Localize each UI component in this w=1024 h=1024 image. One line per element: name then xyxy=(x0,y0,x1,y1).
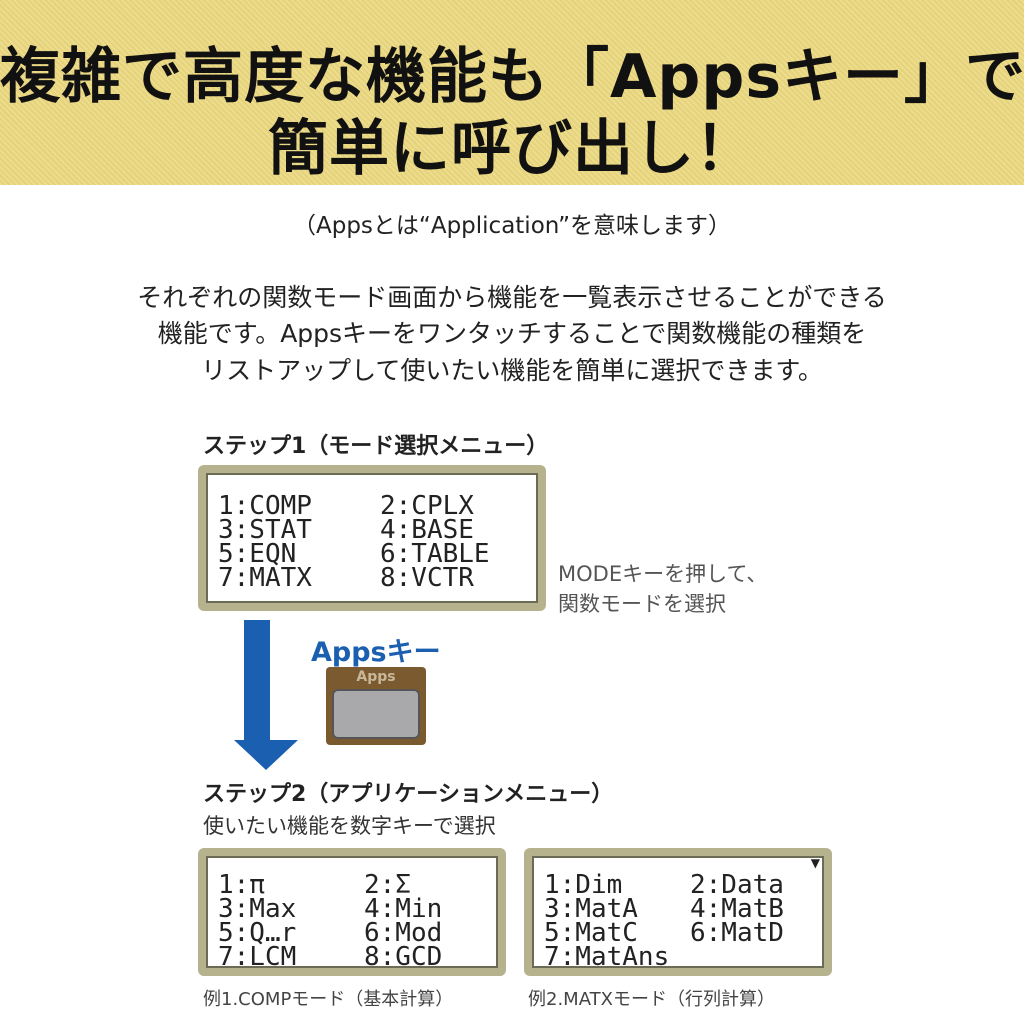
step1-label: ステップ1（モード選択メニュー） xyxy=(203,434,549,459)
menu-item: 1:COMP xyxy=(218,491,312,521)
menu-item: 1:π xyxy=(218,870,265,900)
example1-caption: 例1.COMPモード（基本計算） xyxy=(203,989,454,1010)
example2-caption: 例2.MATXモード（行列計算） xyxy=(528,989,775,1010)
menu-item: 8:VCTR xyxy=(380,563,474,593)
menu-item: 3:STAT xyxy=(218,515,312,545)
apps-key-label: Appsキー xyxy=(311,637,441,668)
menu-item: 1:Dim xyxy=(544,870,623,900)
menu-item: 4:Min xyxy=(364,894,443,924)
step2-label: ステップ2（アプリケーションメニュー） xyxy=(203,782,614,807)
menu-item: 5:EQN xyxy=(218,539,297,569)
mode-menu-screen: 1:COMP 2:CPLX 3:STAT 4:BASE 5:EQN 6:TABLE 7:MA… xyxy=(198,465,546,611)
description-line: リストアップして使いたい機能を簡単に選択できます。 xyxy=(201,356,823,385)
menu-item: 6:TABLE xyxy=(380,539,490,569)
description-line: それぞれの関数モード画面から機能を一覧表示させることができる xyxy=(137,283,887,312)
headline-line2: 簡単に呼び出し！ xyxy=(268,114,756,184)
menu-item: 7:MATX xyxy=(218,563,312,593)
mode-note: 関数モードを選択 xyxy=(558,592,726,616)
matx-apps-screen: 1:Dim 2:Data 3:MatA 4:MatB 5:MatC 6:MatD 7:Mat… xyxy=(524,848,832,976)
menu-item: 3:Max xyxy=(218,894,297,924)
header-band xyxy=(0,0,1024,185)
menu-item: 7:MatAns xyxy=(544,942,670,972)
menu-item: 4:BASE xyxy=(380,515,474,545)
menu-item: 6:MatD xyxy=(690,918,784,948)
menu-item: 4:MatB xyxy=(690,894,784,924)
down-arrow-icon xyxy=(234,620,298,770)
comp-apps-screen: 1:π 2:Σ 3:Max 4:Min 5:Q…r 6:Mod 7:LCM 8:GCD xyxy=(198,848,506,976)
apps-key-icon: Apps xyxy=(326,667,426,745)
menu-item: 5:Q…r xyxy=(218,918,297,948)
menu-item: 3:MatA xyxy=(544,894,638,924)
apps-key-text: Apps xyxy=(356,669,396,685)
menu-item: 6:Mod xyxy=(364,918,443,948)
menu-item: 2:Σ xyxy=(364,870,411,900)
subtitle: （Appsとは“Application”を意味します） xyxy=(293,213,731,239)
menu-item: 5:MatC xyxy=(544,918,638,948)
step2-sublabel: 使いたい機能を数字キーで選択 xyxy=(203,814,496,838)
scroll-down-icon: ▼ xyxy=(810,856,820,870)
menu-item: 7:LCM xyxy=(218,942,297,972)
menu-item: 2:CPLX xyxy=(380,491,474,521)
mode-note: MODEキーを押して、 xyxy=(558,562,768,586)
headline-line1: 複雑で高度な機能も「Appsキー」で xyxy=(0,42,1024,112)
menu-item: 2:Data xyxy=(690,870,784,900)
description-line: 機能です。Appsキーをワンタッチすることで関数機能の種類を xyxy=(157,319,867,348)
menu-item: 8:GCD xyxy=(364,942,443,972)
